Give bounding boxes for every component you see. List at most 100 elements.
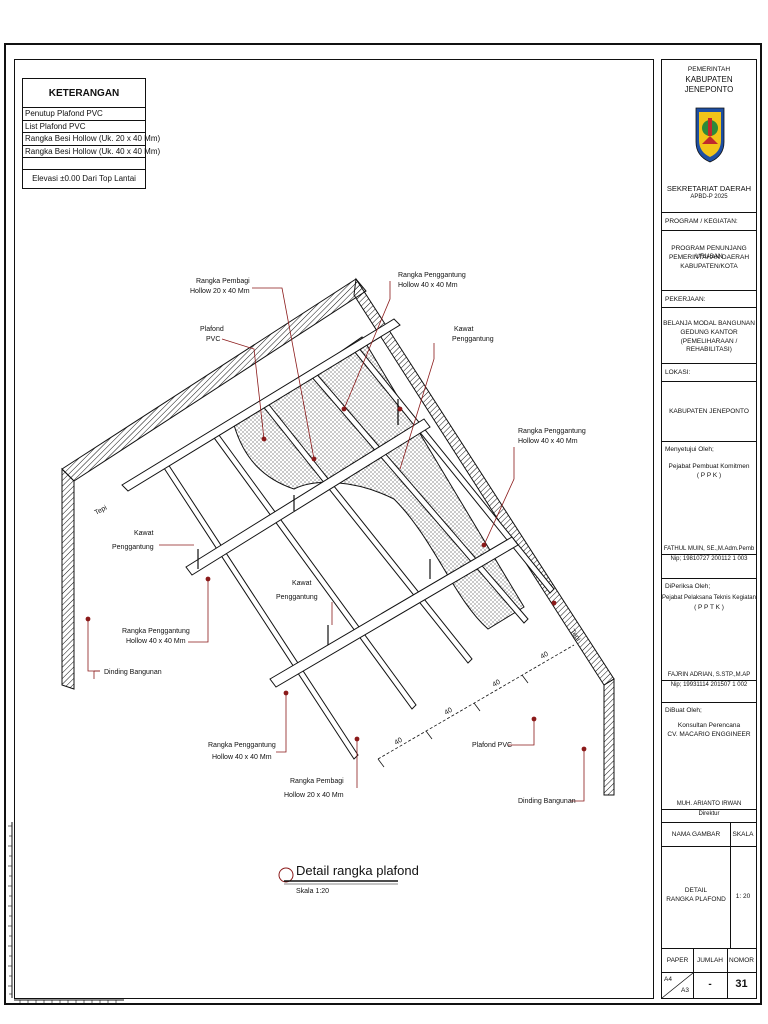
program-label: PROGRAM / KEGIATAN:	[665, 218, 738, 225]
approved-role: Pejabat Pembuat Komitmen	[668, 463, 750, 470]
legend-item: Penutup Plafond PVC	[23, 108, 145, 121]
scale-value: 1: 20	[735, 893, 751, 900]
dimension-label: 40	[540, 651, 550, 661]
label-rangka-penggantung-left: Rangka Penggantung	[122, 628, 190, 635]
work-line: BELANJA MODAL BANGUNAN	[663, 320, 755, 327]
label-dinding-right: Dinding Bangunan	[518, 798, 576, 805]
gov-line-2: KABUPATEN JENEPONTO	[684, 75, 734, 94]
legend-box: KETERANGAN Penutup Plafond PVC List Plaf…	[22, 78, 160, 189]
label-rangka-penggantung-right: Hollow 40 x 40 Mm	[518, 438, 578, 445]
right-wall	[603, 678, 615, 796]
drawing-name: RANGKA PLAFOND	[666, 896, 726, 903]
label-rangka-penggantung-bottom: Rangka Penggantung	[208, 742, 276, 749]
checked-role: ( P P T K )	[694, 604, 724, 611]
count-value: -	[708, 979, 712, 990]
drawing-name: DETAIL	[684, 887, 708, 894]
label-kawat-middle: Kawat	[292, 580, 312, 587]
legend-title: KETERANGAN	[23, 79, 145, 108]
dimension-label: 40	[444, 707, 454, 717]
label-rangka-penggantung-right: Rangka Penggantung	[518, 428, 586, 435]
label-rangka-pembagi-top: Hollow 20 x 40 Mm	[190, 288, 250, 295]
label-dinding-left: Dinding Bangunan	[104, 669, 162, 676]
approved-nip: Nip; 19810727 200112 1 003	[670, 556, 748, 562]
title-block: PEMERINTAH KABUPATEN JENEPONTO SEKRETARI…	[661, 59, 757, 999]
location-label: LOKASI:	[665, 369, 691, 376]
label-rangka-pembagi-top: Rangka Pembagi	[196, 278, 250, 285]
program-section: PROGRAM PENUNJANG URUSAN PEMERINTAHAN DA…	[662, 231, 756, 291]
paper-header-section: PAPER JUMLAH NOMOR	[662, 949, 756, 973]
program-line: PROGRAM PENUNJANG URUSAN	[671, 245, 747, 261]
label-kawat-middle: Penggantung	[276, 594, 318, 601]
title-marker	[278, 867, 294, 883]
approved-label: Menyetujui Oleh;	[665, 446, 714, 453]
legend-blank-row	[23, 158, 145, 170]
checked-section: DiPeriksa Oleh; Pejabat Pelaksana Teknis…	[662, 579, 756, 703]
gov-line-1: PEMERINTAH	[687, 66, 731, 73]
label-kawat-left: Penggantung	[112, 544, 154, 551]
penggantung-bars	[121, 318, 519, 688]
location-label-section: LOKASI:	[662, 364, 756, 382]
left-wall	[61, 467, 75, 690]
drawing-scale: Skala 1:20	[296, 888, 329, 895]
dimension-label: 40	[394, 737, 404, 747]
horizontal-ruler	[14, 999, 124, 1005]
checked-label: DiPeriksa Oleh;	[665, 583, 711, 590]
label-plafond-pvc-top: PVC	[206, 336, 220, 343]
drawing-area	[14, 59, 654, 999]
work-line: GEDUNG KANTOR	[680, 329, 738, 336]
checked-role: Pejabat Pelaksana Teknis Kegiatan	[662, 595, 756, 601]
checked-nip: Nip; 19931114 201507 1 002	[670, 682, 748, 688]
sheet-border	[4, 43, 762, 1005]
location-value: KABUPATEN JENEPONTO	[669, 408, 749, 415]
program-label-section: PROGRAM / KEGIATAN:	[662, 213, 756, 231]
leader-lines	[93, 281, 585, 802]
label-kawat-left: Kawat	[134, 530, 154, 537]
pvc-plafond-area	[233, 336, 525, 630]
program-line: KABUPATEN/KOTA	[680, 263, 738, 270]
made-title: Direktur	[698, 811, 720, 817]
drawing-name-label: NAMA GAMBAR	[671, 831, 721, 838]
number-label: NOMOR	[729, 957, 754, 964]
approval-section: Menyetujui Oleh; Pejabat Pembuat Komitme…	[662, 442, 756, 579]
label-plafond-pvc-top: Plafond	[200, 326, 224, 333]
office-name: SEKRETARIAT DAERAH	[666, 184, 752, 193]
label-rangka-penggantung-top: Rangka Penggantung	[398, 272, 466, 279]
location-section: KABUPATEN JENEPONTO	[662, 382, 756, 442]
header-section: PEMERINTAH KABUPATEN JENEPONTO SEKRETARI…	[662, 60, 756, 213]
legend-item: Rangka Besi Hollow (Uk. 40 x 40 Mm)	[23, 146, 160, 158]
label-kawat-top: Penggantung	[452, 336, 494, 343]
leader-line	[87, 619, 100, 672]
approved-name: FATHUL MUIN, SE.,M.Adm.Pemb	[663, 546, 755, 552]
paper-label: PAPER	[666, 957, 689, 964]
regency-logo-icon	[695, 107, 725, 163]
legend-elevation: Elevasi ±0.00 Dari Top Lantai	[32, 174, 136, 183]
tepi-label-left: Tepi	[94, 504, 109, 516]
label-kawat-top: Kawat	[454, 326, 474, 333]
drawing-header-section: NAMA GAMBAR SKALA	[662, 823, 756, 847]
leader-dots	[85, 406, 587, 752]
paper-a3: A3	[681, 987, 689, 994]
label-rangka-pembagi-bottom: Hollow 20 x 40 Mm	[284, 792, 344, 799]
program-line: PEMERINTAHAN DAERAH	[668, 254, 750, 261]
work-line: (PEMELIHARAAN / REHABILITASI)	[680, 338, 738, 354]
drawing-name-section: DETAIL RANGKA PLAFOND 1: 20	[662, 847, 756, 949]
dimension-line	[377, 644, 575, 768]
label-plafond-pvc-bottom: Plafond PVC	[472, 742, 512, 749]
label-rangka-penggantung-left: Hollow 40 x 40 Mm	[126, 638, 186, 645]
made-section: DiBuat Oleh; Konsultan Perencana CV. MAC…	[662, 703, 756, 823]
label-rangka-penggantung-top: Hollow 40 x 40 Mm	[398, 282, 458, 289]
count-label: JUMLAH	[696, 957, 723, 964]
made-label: DiBuat Oleh;	[665, 707, 702, 714]
made-name: MUH. ARIANTO IRWAN	[676, 801, 742, 807]
paper-values-section: A4 A3 - 31	[661, 972, 756, 999]
label-rangka-pembagi-bottom: Rangka Pembagi	[290, 778, 344, 785]
label-rangka-penggantung-bottom: Hollow 40 x 40 Mm	[212, 754, 272, 761]
legend-item: List Plafond PVC	[23, 121, 145, 133]
number-value: 31	[735, 978, 748, 990]
ceiling-frame-diagram: 40 40 40 40 Tepi Tepi Rangka Pe	[61, 272, 615, 895]
made-role: Konsultan Perencana	[677, 722, 741, 729]
work-section: BELANJA MODAL BANGUNAN GEDUNG KANTOR (PE…	[662, 308, 756, 364]
budget-name: APBD-P 2025	[690, 194, 728, 200]
dimension-label: 40	[492, 679, 502, 689]
drawing-title: Detail rangka plafond	[296, 863, 419, 878]
